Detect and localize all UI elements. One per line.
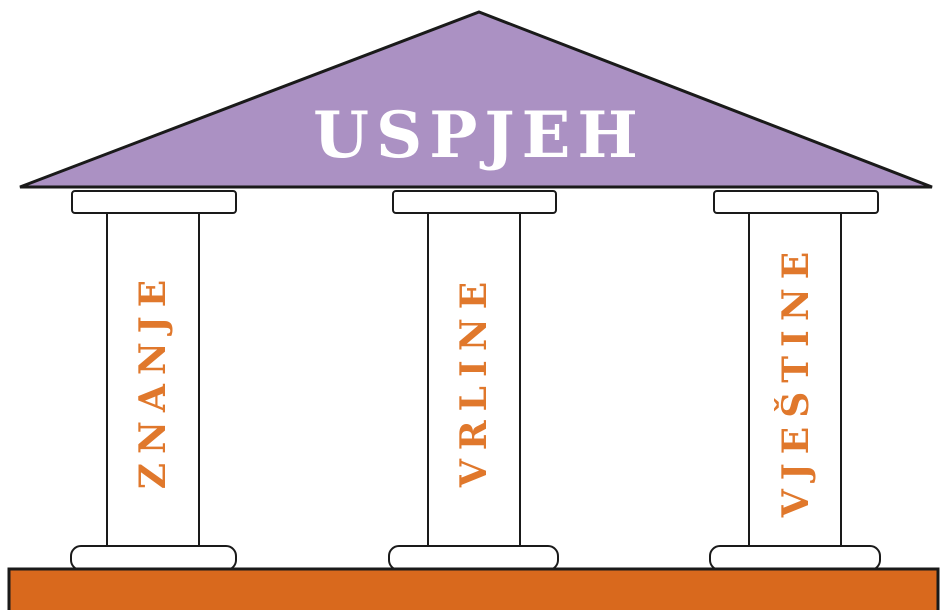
pillar-label: VRLINE: [453, 273, 495, 488]
pillar-znanje: ZNANJE: [70, 190, 237, 571]
pillar-shaft: [427, 212, 521, 547]
roof: [19, 10, 933, 189]
pillar-label: ZNANJE: [132, 271, 174, 490]
pillar-capital: [71, 190, 237, 214]
pillar-capital: [392, 190, 557, 214]
pillar-base: [70, 545, 237, 571]
pillar-vjestine: VJEŠTINE: [709, 190, 881, 571]
roof-title: USPJEH: [313, 98, 645, 173]
pillar-capital: [713, 190, 879, 214]
pillar-vrline: VRLINE: [388, 190, 559, 571]
pillar-label: VJEŠTINE: [775, 243, 817, 518]
pillar-shaft: [106, 212, 200, 547]
pillar-base: [388, 545, 559, 571]
pillar-shaft: [748, 212, 842, 547]
pillar-base: [709, 545, 881, 571]
foundation: [7, 567, 940, 610]
